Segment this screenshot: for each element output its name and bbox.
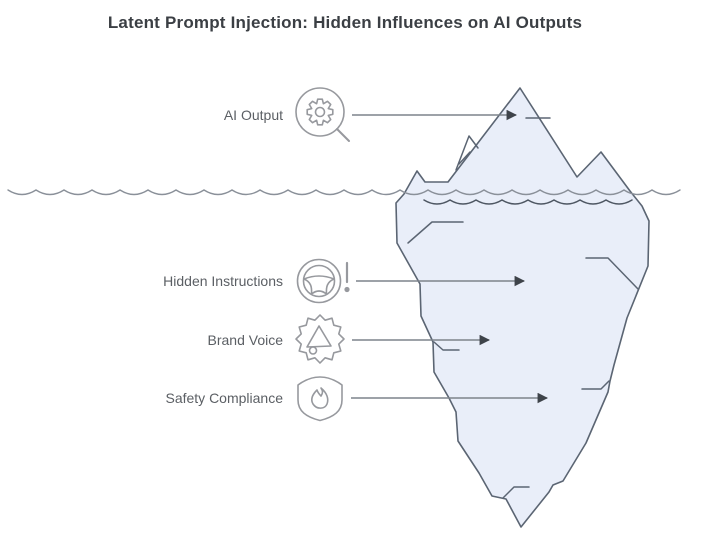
label-safety-compliance: Safety Compliance	[165, 390, 283, 406]
iceberg-ridge-lines	[407, 117, 639, 499]
page-title: Latent Prompt Injection: Hidden Influenc…	[107, 13, 583, 32]
magnifier-gear-icon	[295, 87, 350, 142]
waterline-over-iceberg	[423, 199, 633, 205]
connector-arrows	[351, 109, 549, 404]
iceberg	[395, 87, 650, 528]
waterline	[7, 189, 681, 196]
shield-flame-icon	[297, 376, 343, 422]
label-brand-voice: Brand Voice	[207, 332, 284, 348]
iceberg-outline	[395, 87, 650, 528]
label-hidden-instructions: Hidden Instructions	[163, 273, 283, 289]
label-ai-output: AI Output	[223, 107, 283, 123]
steering-wheel-alert-icon	[296, 258, 350, 304]
megaphone-seal-icon	[295, 314, 345, 364]
exclamation-mark	[344, 261, 350, 293]
